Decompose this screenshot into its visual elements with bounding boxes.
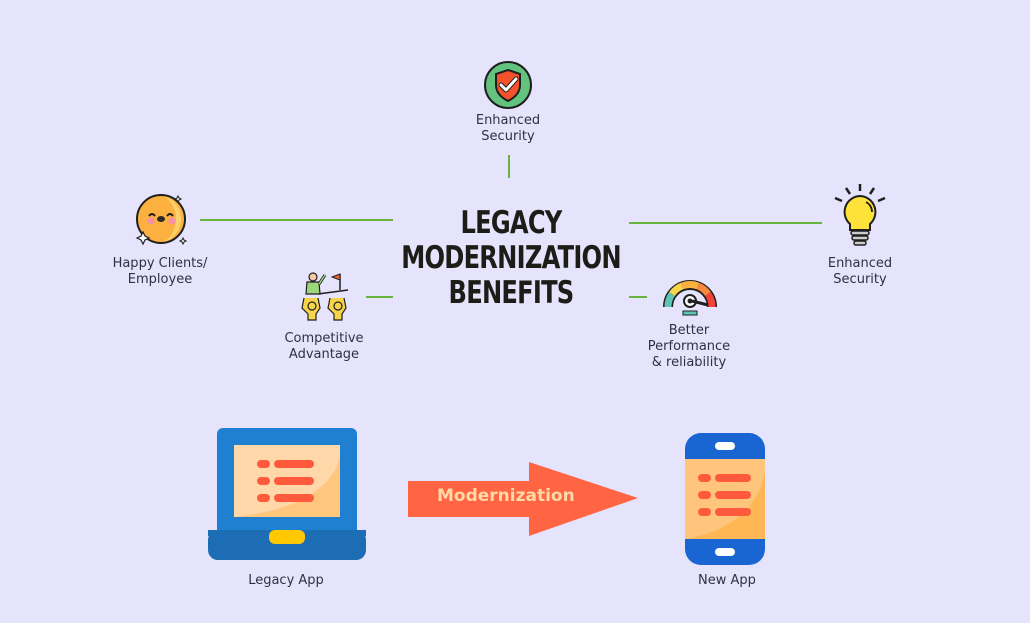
benefit-label-top: Enhanced Security xyxy=(476,113,540,145)
benefit-competitive-advantage xyxy=(298,270,352,322)
benefit-enhanced-security-right xyxy=(832,182,888,248)
benefit-happy-clients xyxy=(134,192,190,248)
label-line: Advantage xyxy=(288,347,360,362)
label-line: Enhanced xyxy=(475,113,541,128)
smartphone-icon xyxy=(685,433,765,565)
shield-check-icon xyxy=(484,61,532,109)
legacy-app-label: Legacy App xyxy=(248,573,324,588)
new-app-device xyxy=(684,432,766,566)
benefit-enhanced-security-top xyxy=(483,60,533,110)
label-line: Performance xyxy=(647,339,731,354)
connector-left-low xyxy=(366,296,393,298)
benefit-label-left-low: Competitive Advantage xyxy=(284,331,363,363)
connector-left xyxy=(200,219,393,221)
new-app-label: New App xyxy=(698,573,756,588)
label-line: Happy Clients/ xyxy=(112,256,208,271)
modernization-label: Modernization xyxy=(437,486,575,506)
title-line-2: MODERNIZATION xyxy=(401,240,621,276)
title-line-1: LEGACY xyxy=(460,205,562,241)
title-line-3: BENEFITS xyxy=(448,275,575,311)
benefit-label-right: Enhanced Security xyxy=(828,256,892,288)
benefit-better-performance xyxy=(662,271,718,317)
label-line: Security xyxy=(481,129,535,144)
label-line: Employee xyxy=(127,272,193,287)
benefit-label-right-low: Better Performance & reliability xyxy=(648,323,730,371)
connector-right-low xyxy=(629,296,647,298)
laptop-icon xyxy=(208,428,366,560)
connector-right xyxy=(629,222,822,224)
label-line: Competitive xyxy=(284,331,364,346)
label-line: & reliability xyxy=(651,355,727,370)
label-line: Enhanced xyxy=(827,256,893,271)
modernization-arrow xyxy=(407,461,639,537)
diagram-title: LEGACY MODERNIZATION BENEFITS xyxy=(370,206,652,311)
speedometer-icon xyxy=(663,280,717,316)
right-arrow-icon xyxy=(408,462,638,536)
label-line: Security xyxy=(833,272,887,287)
benefit-label-left: Happy Clients/ Employee xyxy=(113,256,208,288)
legacy-app-device xyxy=(207,427,367,561)
connector-top xyxy=(508,155,510,178)
happy-face-icon xyxy=(135,194,188,246)
team-flag-icon xyxy=(301,272,349,321)
lightbulb-icon xyxy=(834,184,886,246)
label-line: Better xyxy=(668,323,710,338)
